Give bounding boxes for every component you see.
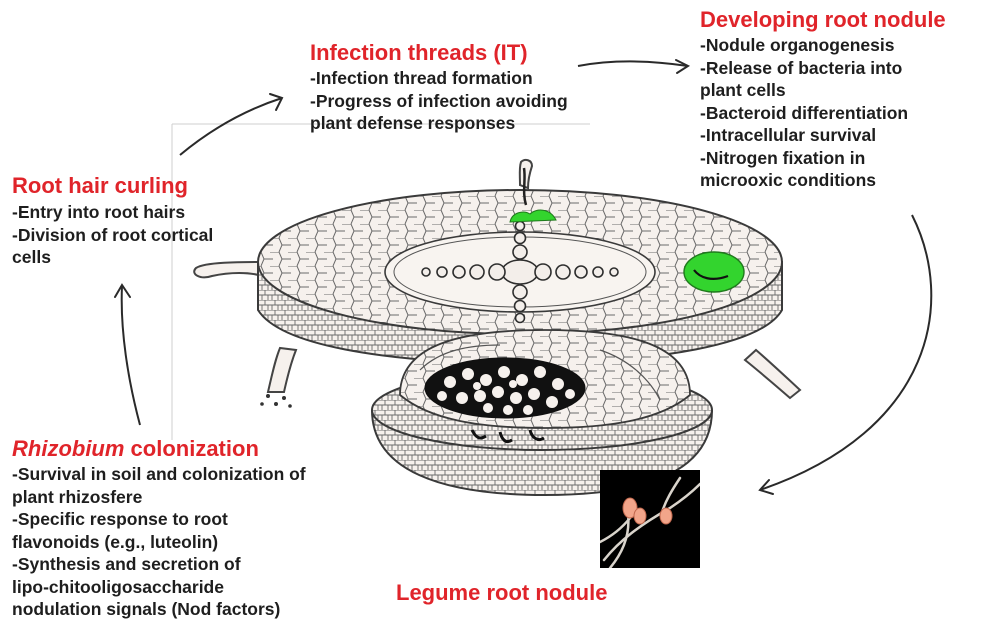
nodule-photo	[600, 470, 700, 568]
developing-line: plant cells	[700, 79, 946, 102]
rhizobium-line: lipo-chitooligosaccharide	[12, 576, 306, 599]
green-nodule-primordium	[684, 252, 744, 292]
developing-line: -Intracellular survival	[700, 124, 946, 147]
infected-cell-zone	[425, 358, 585, 418]
rhizobium-title-rest: colonization	[124, 436, 258, 461]
root-hair-body: -Entry into root hairs -Division of root…	[12, 201, 213, 269]
rhizobium-line: nodulation signals (Nod factors)	[12, 598, 306, 621]
infection-line: -Infection thread formation	[310, 67, 568, 90]
infection-title: Infection threads (IT)	[310, 40, 568, 66]
infection-body: -Infection thread formation -Progress of…	[310, 67, 568, 135]
arrow-infection-to-nodule	[578, 62, 688, 67]
developing-body: -Nodule organogenesis -Release of bacter…	[700, 34, 946, 192]
root-hair-line: cells	[12, 246, 213, 269]
infection-line: -Progress of infection avoiding	[310, 90, 568, 113]
section-rhizobium-colonization: Rhizobium colonization -Survival in soil…	[12, 436, 306, 621]
arrow-colonization-to-hair	[122, 286, 140, 425]
nodule-photo-drawing	[600, 470, 700, 568]
rhizobium-line: -Survival in soil and colonization of	[12, 463, 306, 486]
developing-line: -Nitrogen fixation in	[700, 147, 946, 170]
developing-line: -Nodule organogenesis	[700, 34, 946, 57]
arrow-nodule-to-mature	[760, 215, 931, 490]
rhizobium-title-italic: Rhizobium	[12, 436, 124, 461]
developing-line: -Bacteroid differentiation	[700, 102, 946, 125]
root-hair-line: -Division of root cortical	[12, 224, 213, 247]
developing-line: -Release of bacteria into	[700, 57, 946, 80]
bacteria-dots	[260, 394, 292, 408]
legume-root-nodule-label: Legume root nodule	[396, 580, 607, 606]
rhizobium-line: plant rhizosfere	[12, 486, 306, 509]
rhizobium-line: flavonoids (e.g., luteolin)	[12, 531, 306, 554]
developing-title: Developing root nodule	[700, 7, 946, 33]
root-hair-line: -Entry into root hairs	[12, 201, 213, 224]
section-root-hair-curling: Root hair curling -Entry into root hairs…	[12, 173, 213, 269]
section-infection-threads: Infection threads (IT) -Infection thread…	[310, 40, 568, 135]
infection-line: plant defense responses	[310, 112, 568, 135]
rhizobium-line: -Synthesis and secretion of	[12, 553, 306, 576]
arrow-hair-to-infection	[180, 98, 282, 155]
rhizobium-title: Rhizobium colonization	[12, 436, 306, 462]
section-developing-nodule: Developing root nodule -Nodule organogen…	[700, 7, 946, 192]
root-hair-title: Root hair curling	[12, 173, 213, 199]
rhizobium-line: -Specific response to root	[12, 508, 306, 531]
rhizobium-body: -Survival in soil and colonization of pl…	[12, 463, 306, 621]
developing-line: microoxic conditions	[700, 169, 946, 192]
